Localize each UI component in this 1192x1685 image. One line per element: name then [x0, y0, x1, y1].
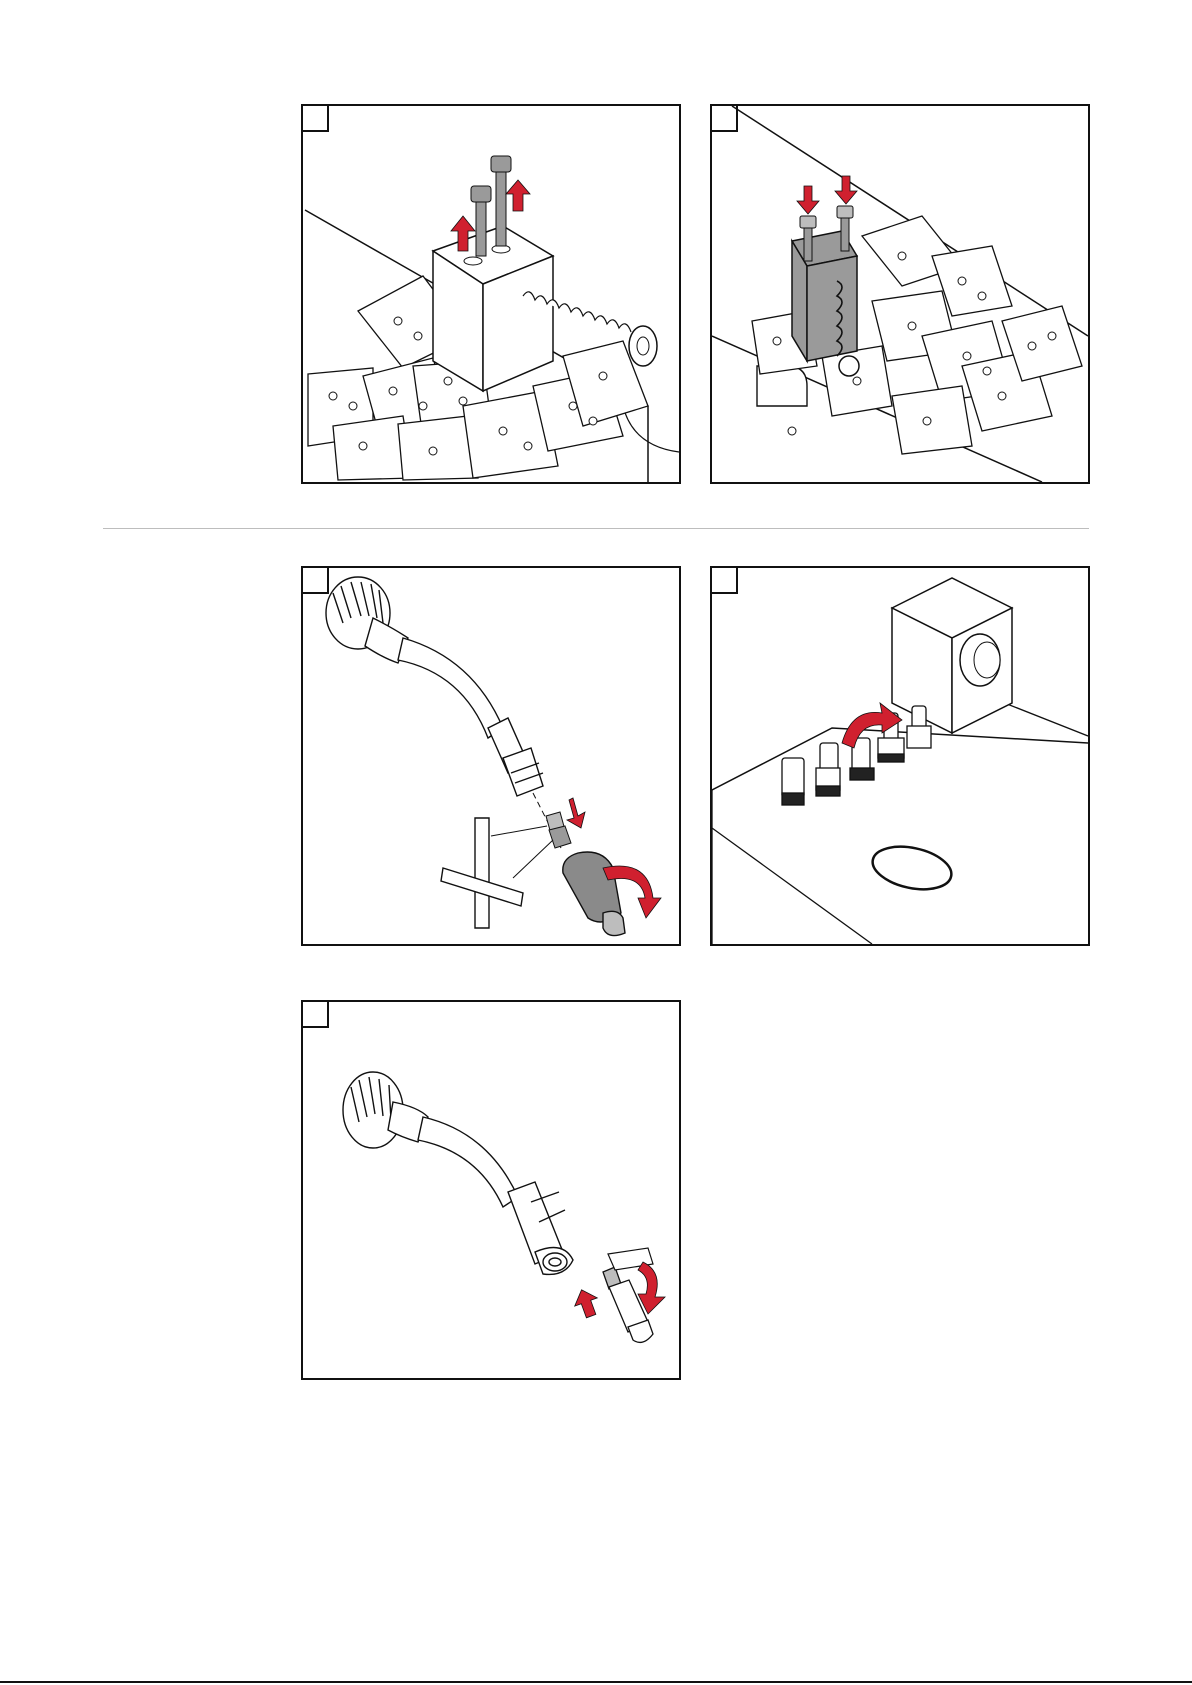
figure-remove-nozzle [303, 568, 679, 944]
arrow-down-icon [835, 176, 857, 204]
rotate-arrow-icon [638, 1262, 665, 1314]
arrow-up-icon [570, 1286, 602, 1321]
arrow-down-icon [567, 798, 585, 828]
illustration-panel-3 [301, 566, 681, 946]
figure-mount-fittings [712, 568, 1088, 944]
illustration-panel-2 [710, 104, 1090, 484]
figure-insert-screws [712, 106, 1088, 482]
section-divider [103, 528, 1089, 529]
arrow-down-icon [797, 186, 819, 214]
footer-rule [0, 1681, 1192, 1683]
illustration-panel-4 [710, 566, 1090, 946]
illustration-panel-5 [301, 1000, 681, 1380]
figure-install-tip [303, 1002, 679, 1378]
figure-remove-screws [303, 106, 679, 482]
illustration-panel-1 [301, 104, 681, 484]
arrow-up-icon [506, 180, 530, 211]
